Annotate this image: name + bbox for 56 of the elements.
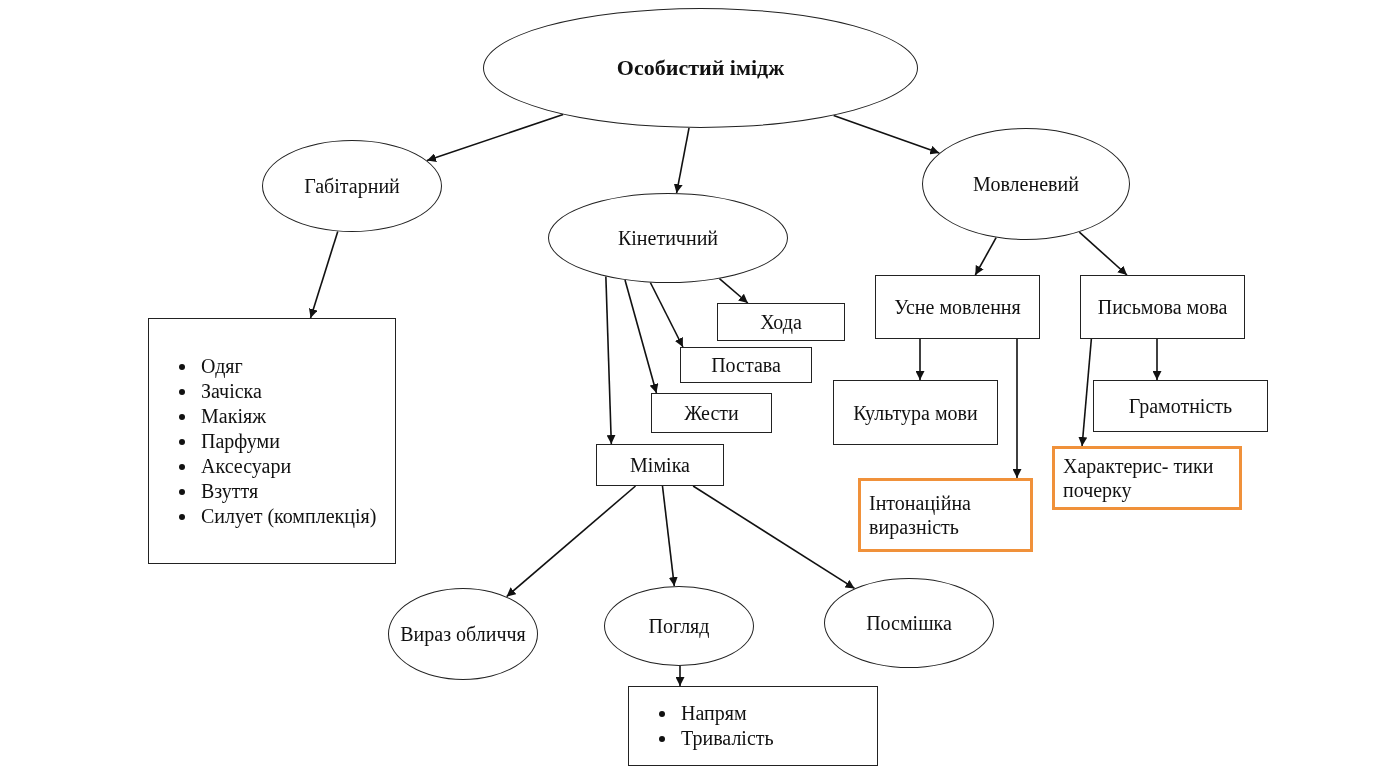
arrow (505, 485, 637, 598)
list-item: Тривалість (655, 726, 774, 751)
process-box (1093, 380, 1268, 432)
arrow (675, 665, 685, 687)
list-item: Одяг (175, 353, 243, 379)
node-label: Грамотність (1128, 394, 1233, 418)
arrow (1078, 231, 1128, 276)
process-box (651, 393, 772, 433)
node-label: Погляд (648, 614, 710, 638)
node-label: Інтонаційна виразність (869, 491, 972, 539)
list-item: Аксесуари (175, 453, 292, 479)
node-label: Вираз обличчя (400, 622, 526, 646)
node-label: Габітарний (304, 174, 400, 198)
node-label: Жести (684, 401, 739, 425)
process-box (680, 347, 812, 383)
node-label: Письмова мова (1097, 295, 1228, 319)
arrow (624, 279, 659, 394)
arrow (1012, 338, 1022, 479)
arrow (426, 113, 564, 162)
process-box (596, 444, 724, 486)
arrow (718, 277, 749, 304)
node-label: Міміка (630, 453, 690, 477)
list-item: Силует (комплекція) (175, 503, 377, 529)
process-box (875, 275, 1040, 339)
node-label: Усне мовлення (894, 295, 1021, 319)
node-label: Мовленевий (973, 172, 1079, 196)
node-label: Постава (711, 353, 781, 377)
node-label: Особистий імідж (616, 54, 785, 82)
arrow (309, 230, 339, 319)
arrow (692, 485, 856, 590)
arrow (915, 338, 925, 381)
list-item: Макіяж (175, 403, 266, 429)
node-label: Хода (760, 310, 802, 334)
list-box (628, 686, 878, 766)
arrow (1078, 338, 1093, 447)
list-box (148, 318, 396, 564)
arrow (1152, 338, 1162, 381)
node-label: Кінетичний (617, 226, 719, 250)
process-box (717, 303, 845, 341)
process-box (858, 478, 1033, 552)
arrow (605, 275, 616, 445)
node-label: Культура мови (853, 400, 978, 425)
arrow (832, 114, 941, 155)
node-label: Посмішка (866, 611, 952, 635)
list-item: Зачіска (175, 378, 262, 404)
list-item: Парфуми (175, 428, 280, 454)
list-item: Взуття (175, 478, 259, 504)
arrow (673, 127, 690, 194)
arrow (974, 236, 997, 276)
process-box (1052, 446, 1242, 510)
node-label: Характерис- тики почерку (1063, 454, 1215, 502)
list-item: Напрям (655, 701, 747, 726)
arrow (661, 485, 678, 587)
process-box (833, 380, 998, 445)
arrow (649, 281, 684, 348)
process-box (1080, 275, 1245, 339)
